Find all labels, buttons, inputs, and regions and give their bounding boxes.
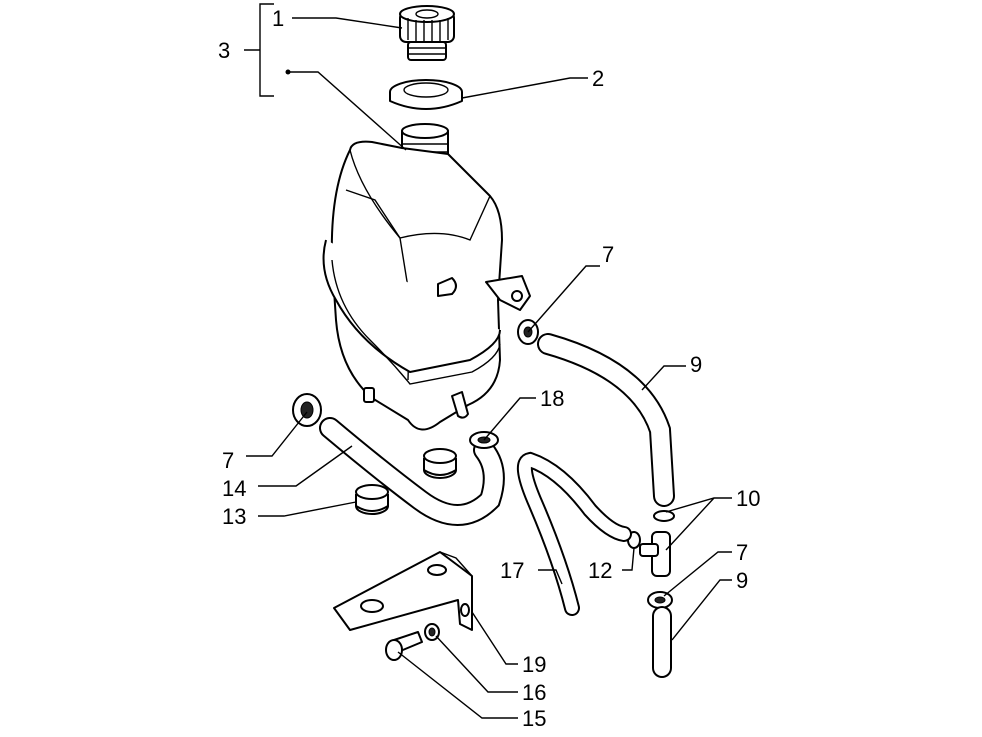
callout-12: 12 (588, 558, 612, 583)
callout-18: 18 (540, 386, 564, 411)
callout-14: 14 (222, 476, 246, 501)
drain-hose-17 (516, 451, 632, 616)
callout-labels: 1 2 3 7 9 18 7 14 13 10 12 17 7 9 19 16 … (218, 6, 760, 731)
bolt-15 (385, 631, 423, 661)
callout-7-left: 7 (222, 448, 234, 473)
callout-13: 13 (222, 504, 246, 529)
hose-14 (319, 417, 505, 526)
callout-16: 16 (522, 680, 546, 705)
callout-2: 2 (592, 66, 604, 91)
callout-7-upper: 7 (602, 242, 614, 267)
hose-clamp-lower (647, 591, 673, 609)
filler-cap (399, 5, 455, 61)
hose-clamp-left (292, 393, 322, 427)
reservoir-tank (322, 123, 531, 431)
callout-7-lower: 7 (736, 540, 748, 565)
leader-lines (244, 3, 732, 719)
mounting-bracket (333, 551, 473, 631)
rubber-grommet-upper (423, 448, 457, 479)
washer-16 (424, 623, 440, 641)
hose-upper-right (537, 333, 675, 507)
seal-ring (389, 79, 463, 110)
callout-15: 15 (522, 706, 546, 731)
callout-19: 19 (522, 652, 546, 677)
callout-17: 17 (500, 558, 524, 583)
rubber-grommet-13 (355, 484, 389, 515)
callout-9-upper: 9 (690, 352, 702, 377)
callout-10: 10 (736, 486, 760, 511)
callout-9-lower: 9 (736, 568, 748, 593)
callout-3: 3 (218, 38, 230, 63)
t-fitting (639, 510, 675, 577)
callout-1: 1 (272, 6, 284, 31)
